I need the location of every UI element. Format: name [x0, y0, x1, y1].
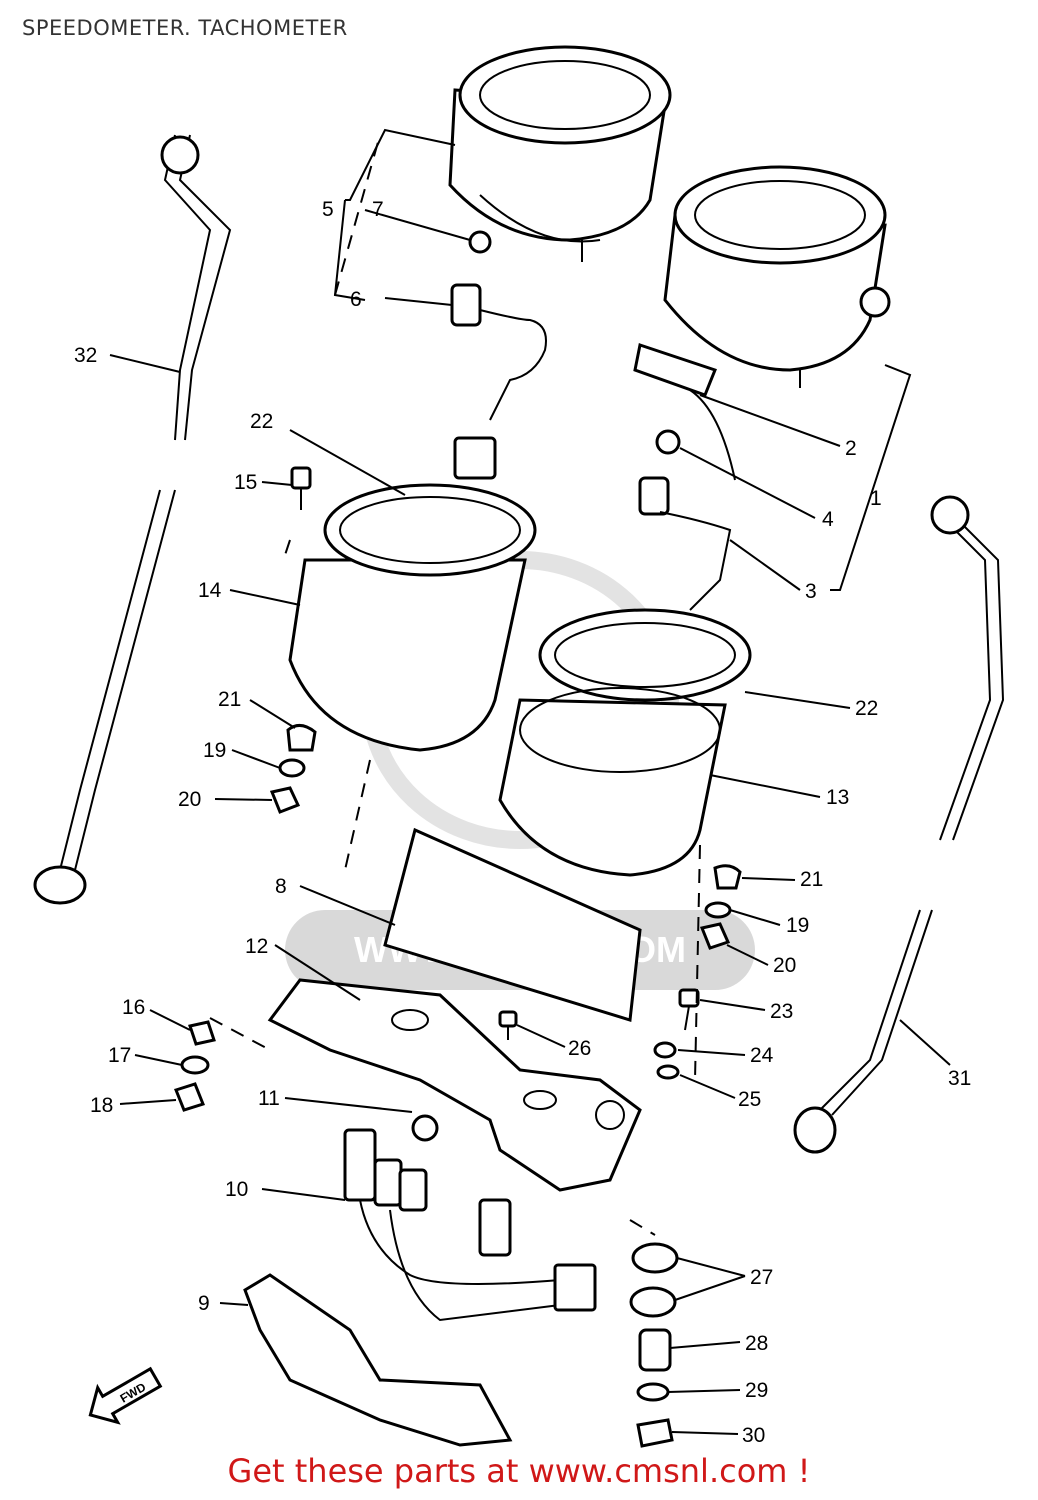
callout-32: 32	[74, 344, 97, 367]
speedometer-unit	[448, 45, 672, 262]
callout-13: 13	[826, 786, 849, 809]
callout-17: 17	[108, 1044, 131, 1067]
callout-30: 30	[742, 1424, 765, 1447]
callout-5: 5	[322, 198, 334, 221]
assembly-guides	[209, 134, 701, 1236]
callout-18: 18	[90, 1094, 113, 1117]
callout-22-right: 22	[855, 697, 878, 720]
indicator-harness	[343, 1114, 597, 1322]
callout-21-left: 21	[218, 688, 241, 711]
callout-23: 23	[770, 1000, 793, 1023]
callout-27: 27	[750, 1266, 773, 1289]
assembly-bracket-lines	[333, 128, 912, 591]
callout-10: 10	[225, 1178, 248, 1201]
callout-15: 15	[234, 471, 257, 494]
page-title: SPEEDOMETER. TACHOMETER	[22, 16, 348, 40]
callout-8: 8	[275, 875, 287, 898]
hardware-small-parts	[174, 466, 742, 1448]
callout-11: 11	[258, 1087, 280, 1110]
bulb-socket-speedo	[450, 230, 547, 480]
callout-22-top: 22	[250, 410, 273, 433]
callout-26: 26	[568, 1037, 591, 1060]
callout-19-right: 19	[786, 914, 809, 937]
callout-12: 12	[245, 935, 268, 958]
callout-19-left: 19	[203, 739, 226, 762]
meter-case-right	[498, 608, 752, 877]
callout-9: 9	[198, 1292, 210, 1315]
tachometer-unit	[663, 165, 891, 388]
meter-bracket	[267, 978, 642, 1192]
callout-24: 24	[750, 1044, 774, 1067]
callout-2: 2	[845, 437, 857, 460]
callout-1: 1	[870, 487, 882, 510]
callout-25: 25	[738, 1088, 761, 1111]
harness-cover	[243, 1273, 513, 1447]
callout-3: 3	[805, 580, 817, 603]
callout-21-right: 21	[800, 868, 823, 891]
speedometer-cable	[33, 134, 232, 905]
indicator-panel	[383, 827, 642, 1022]
forward-arrow-icon: FWD	[88, 1366, 163, 1425]
callout-7: 7	[372, 198, 384, 221]
callout-labels: 1 2 3 4 5 6 7 8 9 10 11 12 13 14 15 16 1…	[74, 198, 971, 1447]
callout-28: 28	[745, 1332, 768, 1355]
shop-link-banner[interactable]: Get these parts at www.cmsnl.com !	[227, 1452, 811, 1490]
callout-20-right: 20	[773, 954, 796, 977]
callout-16: 16	[122, 996, 145, 1019]
callout-6: 6	[350, 288, 362, 311]
callout-31: 31	[948, 1067, 971, 1090]
meter-case-left	[288, 483, 537, 752]
callout-14: 14	[198, 579, 222, 602]
callout-4: 4	[822, 508, 834, 531]
leader-lines	[109, 209, 951, 1435]
callout-29: 29	[745, 1379, 768, 1402]
bulb-socket-tacho	[633, 343, 736, 611]
tachometer-cable	[793, 495, 1005, 1154]
callout-20-left: 20	[178, 788, 201, 811]
